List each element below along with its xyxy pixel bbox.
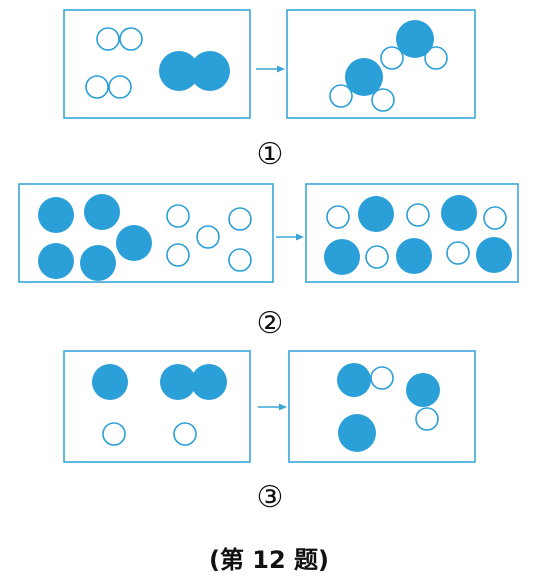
hollow-atom <box>173 422 197 446</box>
hollow-atom <box>365 245 389 269</box>
filled-atom <box>84 194 120 230</box>
panel-2: ② <box>18 183 519 341</box>
hollow-atom <box>85 75 109 99</box>
panel-3-after <box>288 350 476 463</box>
panel-2-before-frame <box>18 183 274 283</box>
panel-1: ① <box>63 9 476 172</box>
panel-2-after-frame <box>305 183 519 283</box>
panel-3: ③ <box>63 350 476 515</box>
figure-caption: (第 12 题) <box>209 546 329 574</box>
filled-atom <box>396 238 432 274</box>
hollow-atom <box>380 46 404 70</box>
hollow-atom <box>102 422 126 446</box>
hollow-atom <box>108 75 132 99</box>
hollow-atom <box>406 203 430 227</box>
filled-atom <box>92 364 128 400</box>
filled-atom <box>441 195 477 231</box>
filled-atom <box>38 243 74 279</box>
filled-atom <box>116 225 152 261</box>
filled-atom <box>396 20 434 58</box>
hollow-atom <box>370 366 394 390</box>
panel-2-label: ② <box>257 306 284 341</box>
filled-atom <box>80 245 116 281</box>
panel-1-arrow <box>256 65 285 73</box>
panel-1-after-frame <box>286 9 476 119</box>
filled-atom <box>358 196 394 232</box>
filled-atom <box>159 51 199 91</box>
hollow-atom <box>228 207 252 231</box>
hollow-atom <box>329 84 353 108</box>
panel-3-after-frame <box>288 350 476 463</box>
panel-1-before-frame <box>63 9 251 119</box>
hollow-atom <box>371 88 395 112</box>
filled-atom <box>337 363 371 397</box>
filled-atom <box>406 373 440 407</box>
panel-1-before <box>63 9 251 119</box>
hollow-atom <box>166 243 190 267</box>
panel-1-label: ① <box>257 137 284 172</box>
hollow-atom <box>326 205 350 229</box>
filled-atom <box>191 364 227 400</box>
panel-3-before-frame <box>63 350 251 463</box>
hollow-atom <box>166 204 190 228</box>
filled-atom <box>338 414 376 452</box>
panel-2-arrow <box>276 233 304 241</box>
panel-3-arrow <box>258 403 287 411</box>
hollow-atom <box>196 225 220 249</box>
panel-2-after <box>305 183 519 283</box>
hollow-atom <box>119 27 143 51</box>
panel-1-after <box>286 9 476 119</box>
panel-2-before <box>18 183 274 283</box>
filled-atom <box>160 364 196 400</box>
filled-atom <box>345 58 383 96</box>
panel-3-before <box>63 350 251 463</box>
hollow-atom <box>228 248 252 272</box>
panel-3-label: ③ <box>257 480 284 515</box>
filled-atom <box>476 237 512 273</box>
hollow-atom <box>483 206 507 230</box>
hollow-atom <box>424 46 448 70</box>
hollow-atom <box>96 27 120 51</box>
filled-atom <box>324 239 360 275</box>
hollow-atom <box>446 241 470 265</box>
hollow-atom <box>415 407 439 431</box>
filled-atom <box>38 197 74 233</box>
filled-atom <box>190 51 230 91</box>
